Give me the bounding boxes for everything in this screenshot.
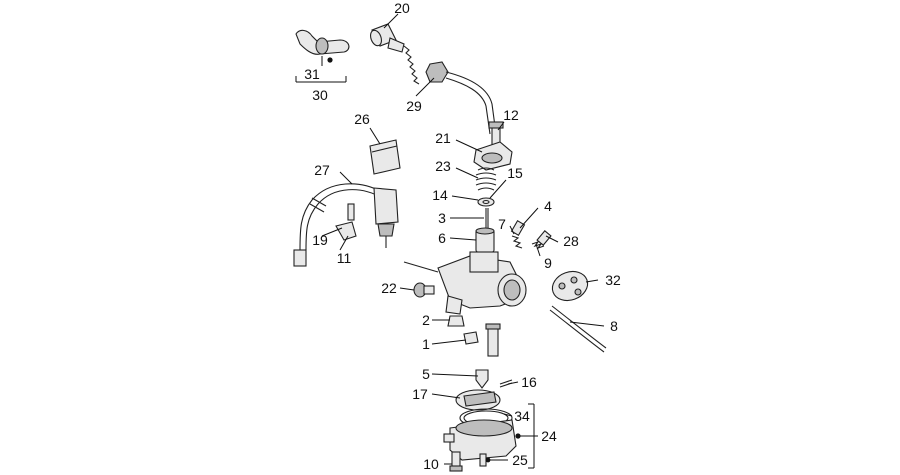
part-32-diaphragm — [551, 270, 589, 302]
part-29-nut-and-pipe — [425, 61, 497, 135]
callout-15: 15 — [507, 165, 523, 181]
part-20-inlet-fitting — [370, 23, 420, 85]
callout-24: 24 — [541, 428, 557, 444]
callout-7: 7 — [498, 216, 506, 232]
part-10-screw — [449, 451, 463, 472]
callout-5: 5 — [422, 366, 430, 382]
leader-lines — [295, 13, 605, 469]
callout-19: 19 — [312, 232, 328, 248]
callout-11: 11 — [337, 250, 352, 266]
callout-4: 4 — [544, 198, 552, 214]
part-2-jet — [447, 315, 465, 327]
part-21-cover — [473, 141, 513, 171]
part-8-hose — [549, 305, 607, 353]
callout-17: 17 — [412, 386, 428, 402]
callout-32: 32 — [605, 272, 621, 288]
part-carburetor-body — [403, 251, 527, 315]
part-27-starter — [293, 183, 399, 267]
part-3-needle — [485, 208, 489, 228]
callout-29: 29 — [406, 98, 422, 114]
callout-labels: 20 31 30 29 26 12 21 23 27 14 15 4 3 7 6… — [304, 0, 621, 472]
part-emulsion-tube — [485, 323, 501, 357]
callout-22: 22 — [381, 280, 397, 296]
part-17-float — [455, 389, 501, 411]
callout-31: 31 — [304, 66, 320, 82]
callout-1: 1 — [422, 336, 430, 352]
part-6-throttle-valve — [475, 227, 495, 253]
part-1-jet — [463, 331, 479, 345]
part-25-screw — [479, 453, 487, 467]
callout-20: 20 — [394, 0, 410, 16]
callout-14: 14 — [432, 187, 448, 203]
callout-26: 26 — [354, 111, 370, 127]
part-23-spring — [475, 167, 497, 191]
callout-10: 10 — [423, 456, 439, 472]
callout-3: 3 — [438, 210, 446, 226]
part-31-hose — [295, 29, 350, 55]
part-22-screw — [413, 282, 435, 298]
callout-2: 2 — [422, 312, 430, 328]
callout-28: 28 — [563, 233, 579, 249]
part-26-cap — [369, 139, 401, 175]
callout-27: 27 — [314, 162, 330, 178]
callout-9: 9 — [544, 255, 552, 271]
callout-16: 16 — [521, 374, 537, 390]
part-19-11-bracket — [335, 203, 357, 241]
callout-30: 30 — [312, 87, 328, 103]
callout-12: 12 — [503, 107, 519, 123]
callout-6: 6 — [438, 230, 446, 246]
callout-23: 23 — [435, 158, 451, 174]
callout-8: 8 — [610, 318, 618, 334]
part-5-float-needle — [475, 369, 489, 389]
part-24-float-bowl — [443, 419, 517, 461]
part-28-9-screw — [531, 230, 552, 250]
callout-21: 21 — [435, 130, 451, 146]
part-4-7-screw — [510, 220, 526, 249]
callout-34: 34 — [514, 408, 530, 424]
callout-25: 25 — [512, 452, 528, 468]
part-14-15-clip-washer — [477, 197, 495, 207]
